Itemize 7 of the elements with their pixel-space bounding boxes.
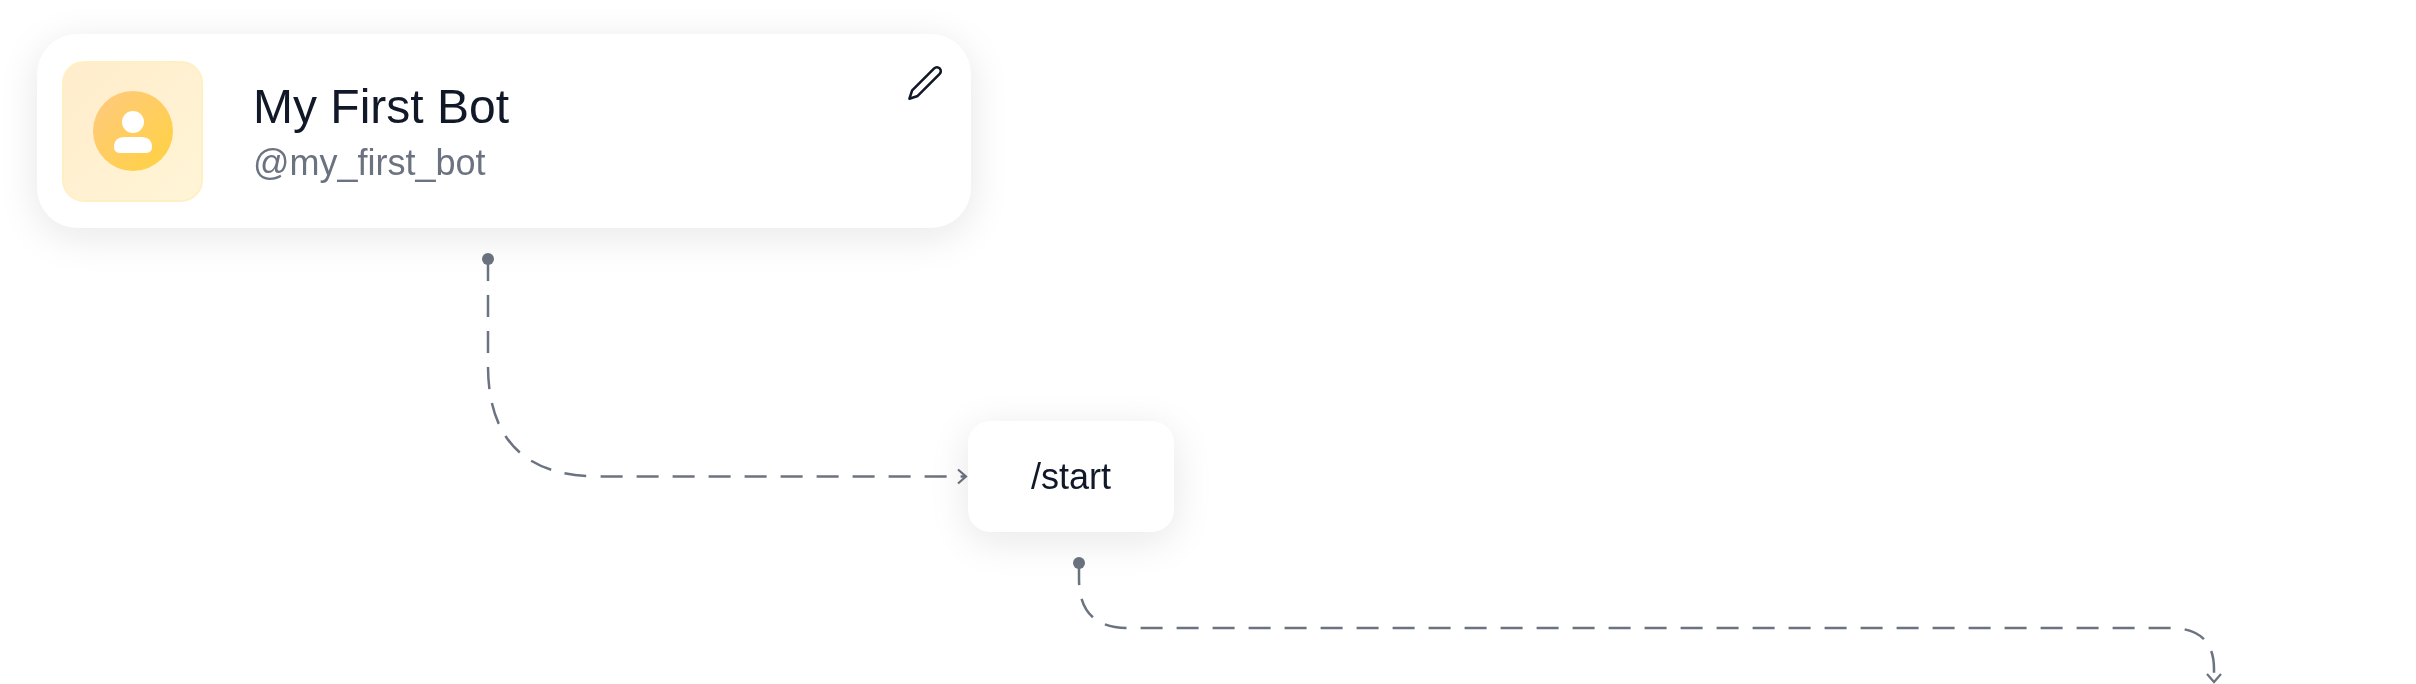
bot-username: @my_first_bot xyxy=(253,141,487,184)
dashed-arrow xyxy=(482,253,968,485)
command-box xyxy=(968,421,1174,532)
command-label: /start xyxy=(1031,455,1111,498)
bot-name: My First Bot xyxy=(253,78,509,134)
bot-card xyxy=(37,34,971,228)
dashed-arrow xyxy=(1073,557,2223,684)
